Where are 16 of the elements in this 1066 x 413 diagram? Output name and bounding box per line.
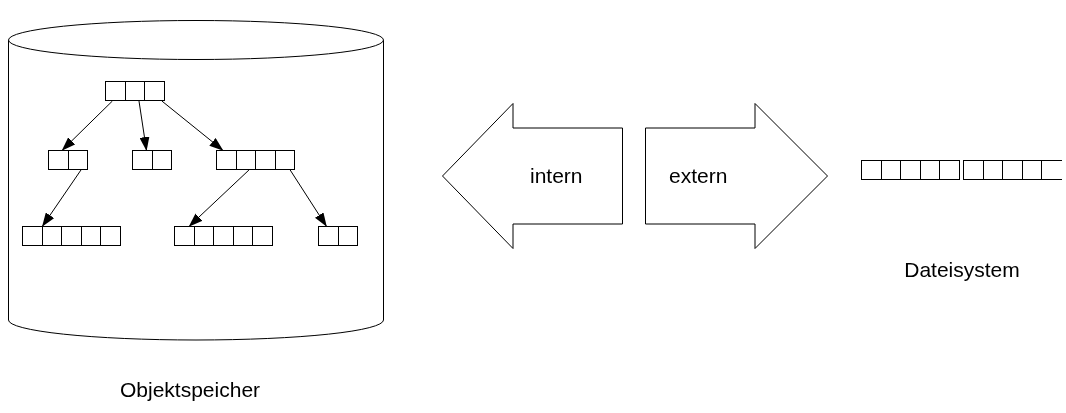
arrow-shape xyxy=(442,103,623,249)
arrow xyxy=(188,169,250,227)
arrow-label: extern xyxy=(669,164,728,188)
caption-text: Dateisystem xyxy=(903,258,1021,282)
arrow xyxy=(161,100,224,151)
arrow xyxy=(42,169,82,227)
record-box xyxy=(132,150,174,170)
record-box xyxy=(48,150,90,170)
record-box xyxy=(105,81,167,101)
arrow-shape xyxy=(645,103,828,249)
arrow xyxy=(289,169,327,227)
arrow xyxy=(138,100,150,151)
caption-text: Objektspeicher xyxy=(120,378,260,402)
arrow xyxy=(61,100,113,151)
record-box xyxy=(318,226,360,246)
arrow-label: intern xyxy=(530,164,583,188)
